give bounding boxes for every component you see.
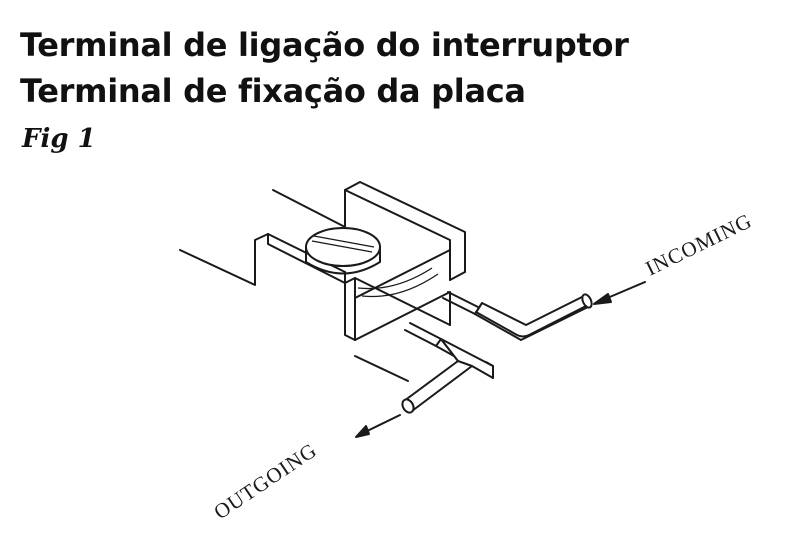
switch-body <box>179 189 409 382</box>
title-line-1: Terminal de ligação do interruptor <box>20 26 629 64</box>
incoming-arrow <box>593 281 646 305</box>
title-line-2: Terminal de fixação da placa <box>20 72 526 110</box>
terminal-bracket <box>267 181 466 341</box>
incoming-wire <box>442 291 593 341</box>
incoming-label: INCOMING <box>642 208 756 280</box>
outgoing-wire <box>401 322 494 414</box>
outgoing-arrow <box>355 414 401 438</box>
figure-label: Fig 1 <box>22 124 96 154</box>
outgoing-label: OUTGOING <box>209 438 321 524</box>
terminal-screw <box>305 227 439 298</box>
